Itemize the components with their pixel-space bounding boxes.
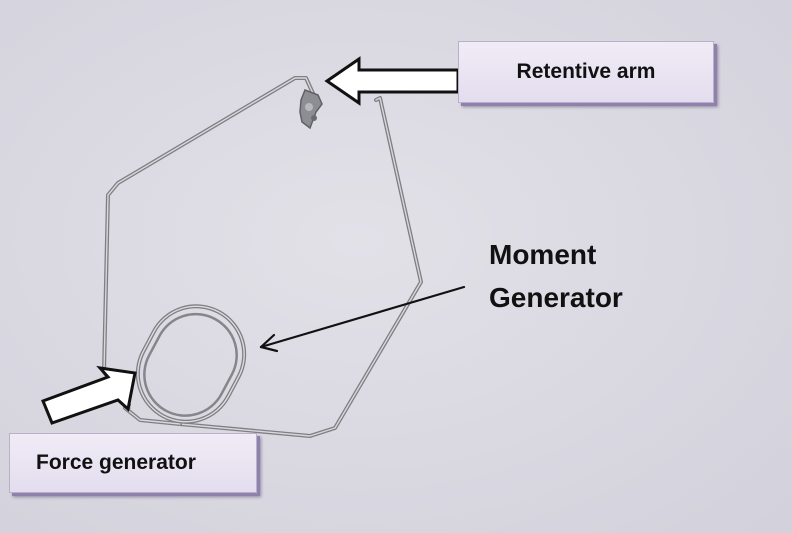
retentive-arm-label: Retentive arm xyxy=(458,41,714,103)
moment-generator-label-line2: Generator xyxy=(489,282,623,313)
wire-loop xyxy=(135,304,247,424)
force-generator-label: Force generator xyxy=(9,433,257,493)
retentive-clasp xyxy=(299,89,323,130)
moment-generator-label-line1: Moment xyxy=(489,239,597,270)
force-generator-text: Force generator xyxy=(36,451,196,474)
moment-generator-arrow xyxy=(259,285,466,353)
force-generator-arrow xyxy=(41,365,137,425)
retentive-arm-text: Retentive arm xyxy=(516,60,656,83)
